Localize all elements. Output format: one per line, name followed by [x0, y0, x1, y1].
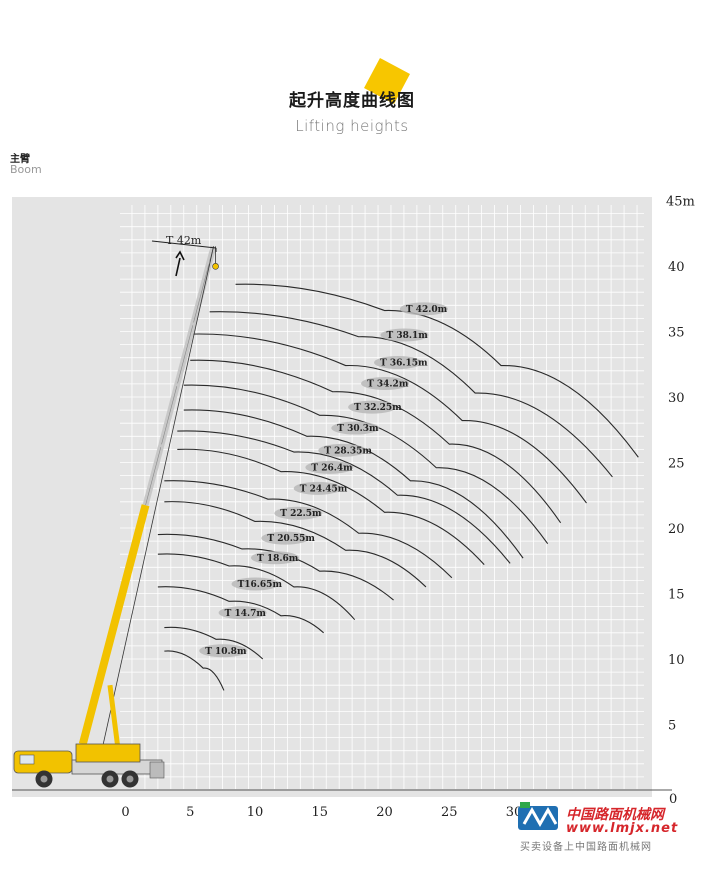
section-label-cn: 主臂 — [10, 154, 30, 165]
series-line-1 — [164, 626, 264, 660]
series-labels: T 10.8m T 14.7m T16.65m T 18.6m T 20.55m T 22… — [199, 302, 448, 658]
series-label-bg — [380, 328, 429, 342]
x-tick-label: 0 — [121, 805, 129, 820]
hook-icon — [212, 263, 219, 270]
hoist-cable — [102, 246, 214, 747]
series-label: T 36.15m — [380, 359, 428, 369]
watermark-sub: 买卖设备上中国路面机械网 — [520, 842, 652, 853]
boom-annotation-arrow-icon — [175, 250, 185, 277]
y-tick-label: 35 — [668, 326, 685, 341]
y-tick-label: 10 — [668, 653, 685, 668]
x-tick-label: 20 — [376, 805, 393, 820]
plot-background — [12, 197, 652, 797]
y-tick-label: 40 — [668, 260, 685, 275]
x-tick-label: 15 — [311, 805, 328, 820]
page-subtitle: Lifting heights — [295, 117, 409, 135]
series-line-5 — [164, 501, 427, 588]
y-tick-label: 30 — [668, 391, 685, 406]
series-line-13 — [209, 311, 613, 478]
series-label: T 34.2m — [367, 380, 409, 390]
series-line-7 — [177, 448, 485, 566]
series-label: T 18.6m — [257, 554, 299, 564]
series-label: T 30.3m — [337, 424, 379, 434]
watermark-url[interactable]: www.lmjx.net — [566, 821, 679, 836]
series-label-bg — [348, 400, 397, 414]
truck-hub — [126, 775, 134, 783]
y-tick-label: 25 — [668, 457, 685, 472]
series-label: T 10.8m — [205, 647, 247, 657]
series-label: T 22.5m — [280, 509, 322, 519]
watermark-cn: 中国路面机械网 — [566, 807, 664, 823]
boom-upper-seams — [145, 246, 214, 506]
series-line-14 — [235, 283, 639, 458]
y-tick-label: 5 — [668, 719, 676, 734]
series-line-10 — [183, 384, 549, 545]
section-label-en: Boom — [10, 163, 42, 176]
x-tick-label: 5 — [186, 805, 194, 820]
series-label-bg — [399, 302, 448, 316]
crane-illustration: T 42m — [13, 234, 219, 788]
series-line-2 — [157, 586, 325, 634]
series-label-bg — [251, 551, 299, 565]
boom-lower — [78, 504, 150, 746]
series-label: T16.65m — [238, 580, 283, 590]
series-label: T 32.25m — [354, 403, 402, 413]
y-tick-label-bottom: 0 — [669, 792, 677, 807]
series-label: T 20.55m — [267, 534, 315, 544]
series-line-8 — [177, 430, 511, 564]
x-tick-label: 10 — [247, 805, 264, 820]
series-label-bg — [231, 577, 280, 591]
series-label-bg — [374, 356, 423, 370]
truck-rear — [149, 761, 165, 779]
truck-hub — [40, 775, 48, 783]
series-label-bg — [218, 606, 267, 620]
watermark-logo-icon — [518, 802, 558, 830]
series-label-bg — [293, 481, 342, 495]
series-label-bg — [274, 506, 323, 520]
series-line-6 — [164, 480, 453, 579]
series-label-bg — [199, 644, 248, 658]
crane-turntable — [75, 743, 141, 763]
series-label: T 26.4m — [311, 463, 353, 473]
series-line-0 — [164, 650, 225, 691]
truck-window — [19, 754, 35, 765]
series-line-3 — [157, 553, 356, 621]
y-tick-label: 15 — [668, 588, 685, 603]
series-label-bg — [318, 443, 367, 457]
series-label-bg — [361, 377, 410, 391]
series-label: T 28.35m — [324, 446, 372, 456]
title-block: 起升高度曲线图 Lifting heights — [0, 66, 704, 135]
y-tick-label: 20 — [668, 522, 685, 537]
x-tick-label: 25 — [441, 805, 458, 820]
series-label: T 42.0m — [406, 305, 448, 315]
series-label: T 38.1m — [387, 331, 429, 341]
boom-annotation-line — [151, 240, 217, 249]
series-line-12 — [190, 333, 587, 504]
truck-hub — [106, 775, 114, 783]
y-tick-label-top: 45m — [666, 195, 695, 210]
series-label: T 24.45m — [300, 484, 348, 494]
series-group — [157, 283, 639, 691]
watermark: 中国路面机械网 www.lmjx.net 买卖设备上中国路面机械网 — [518, 800, 698, 855]
series-label: T 14.7m — [225, 609, 267, 619]
plot-area — [12, 197, 652, 797]
series-label-bg — [261, 531, 310, 545]
series-label-bg — [305, 460, 354, 474]
page-title: 起升高度曲线图 — [289, 91, 415, 111]
series-label-bg — [331, 421, 380, 435]
boom-length-label: T 42m — [166, 234, 202, 247]
